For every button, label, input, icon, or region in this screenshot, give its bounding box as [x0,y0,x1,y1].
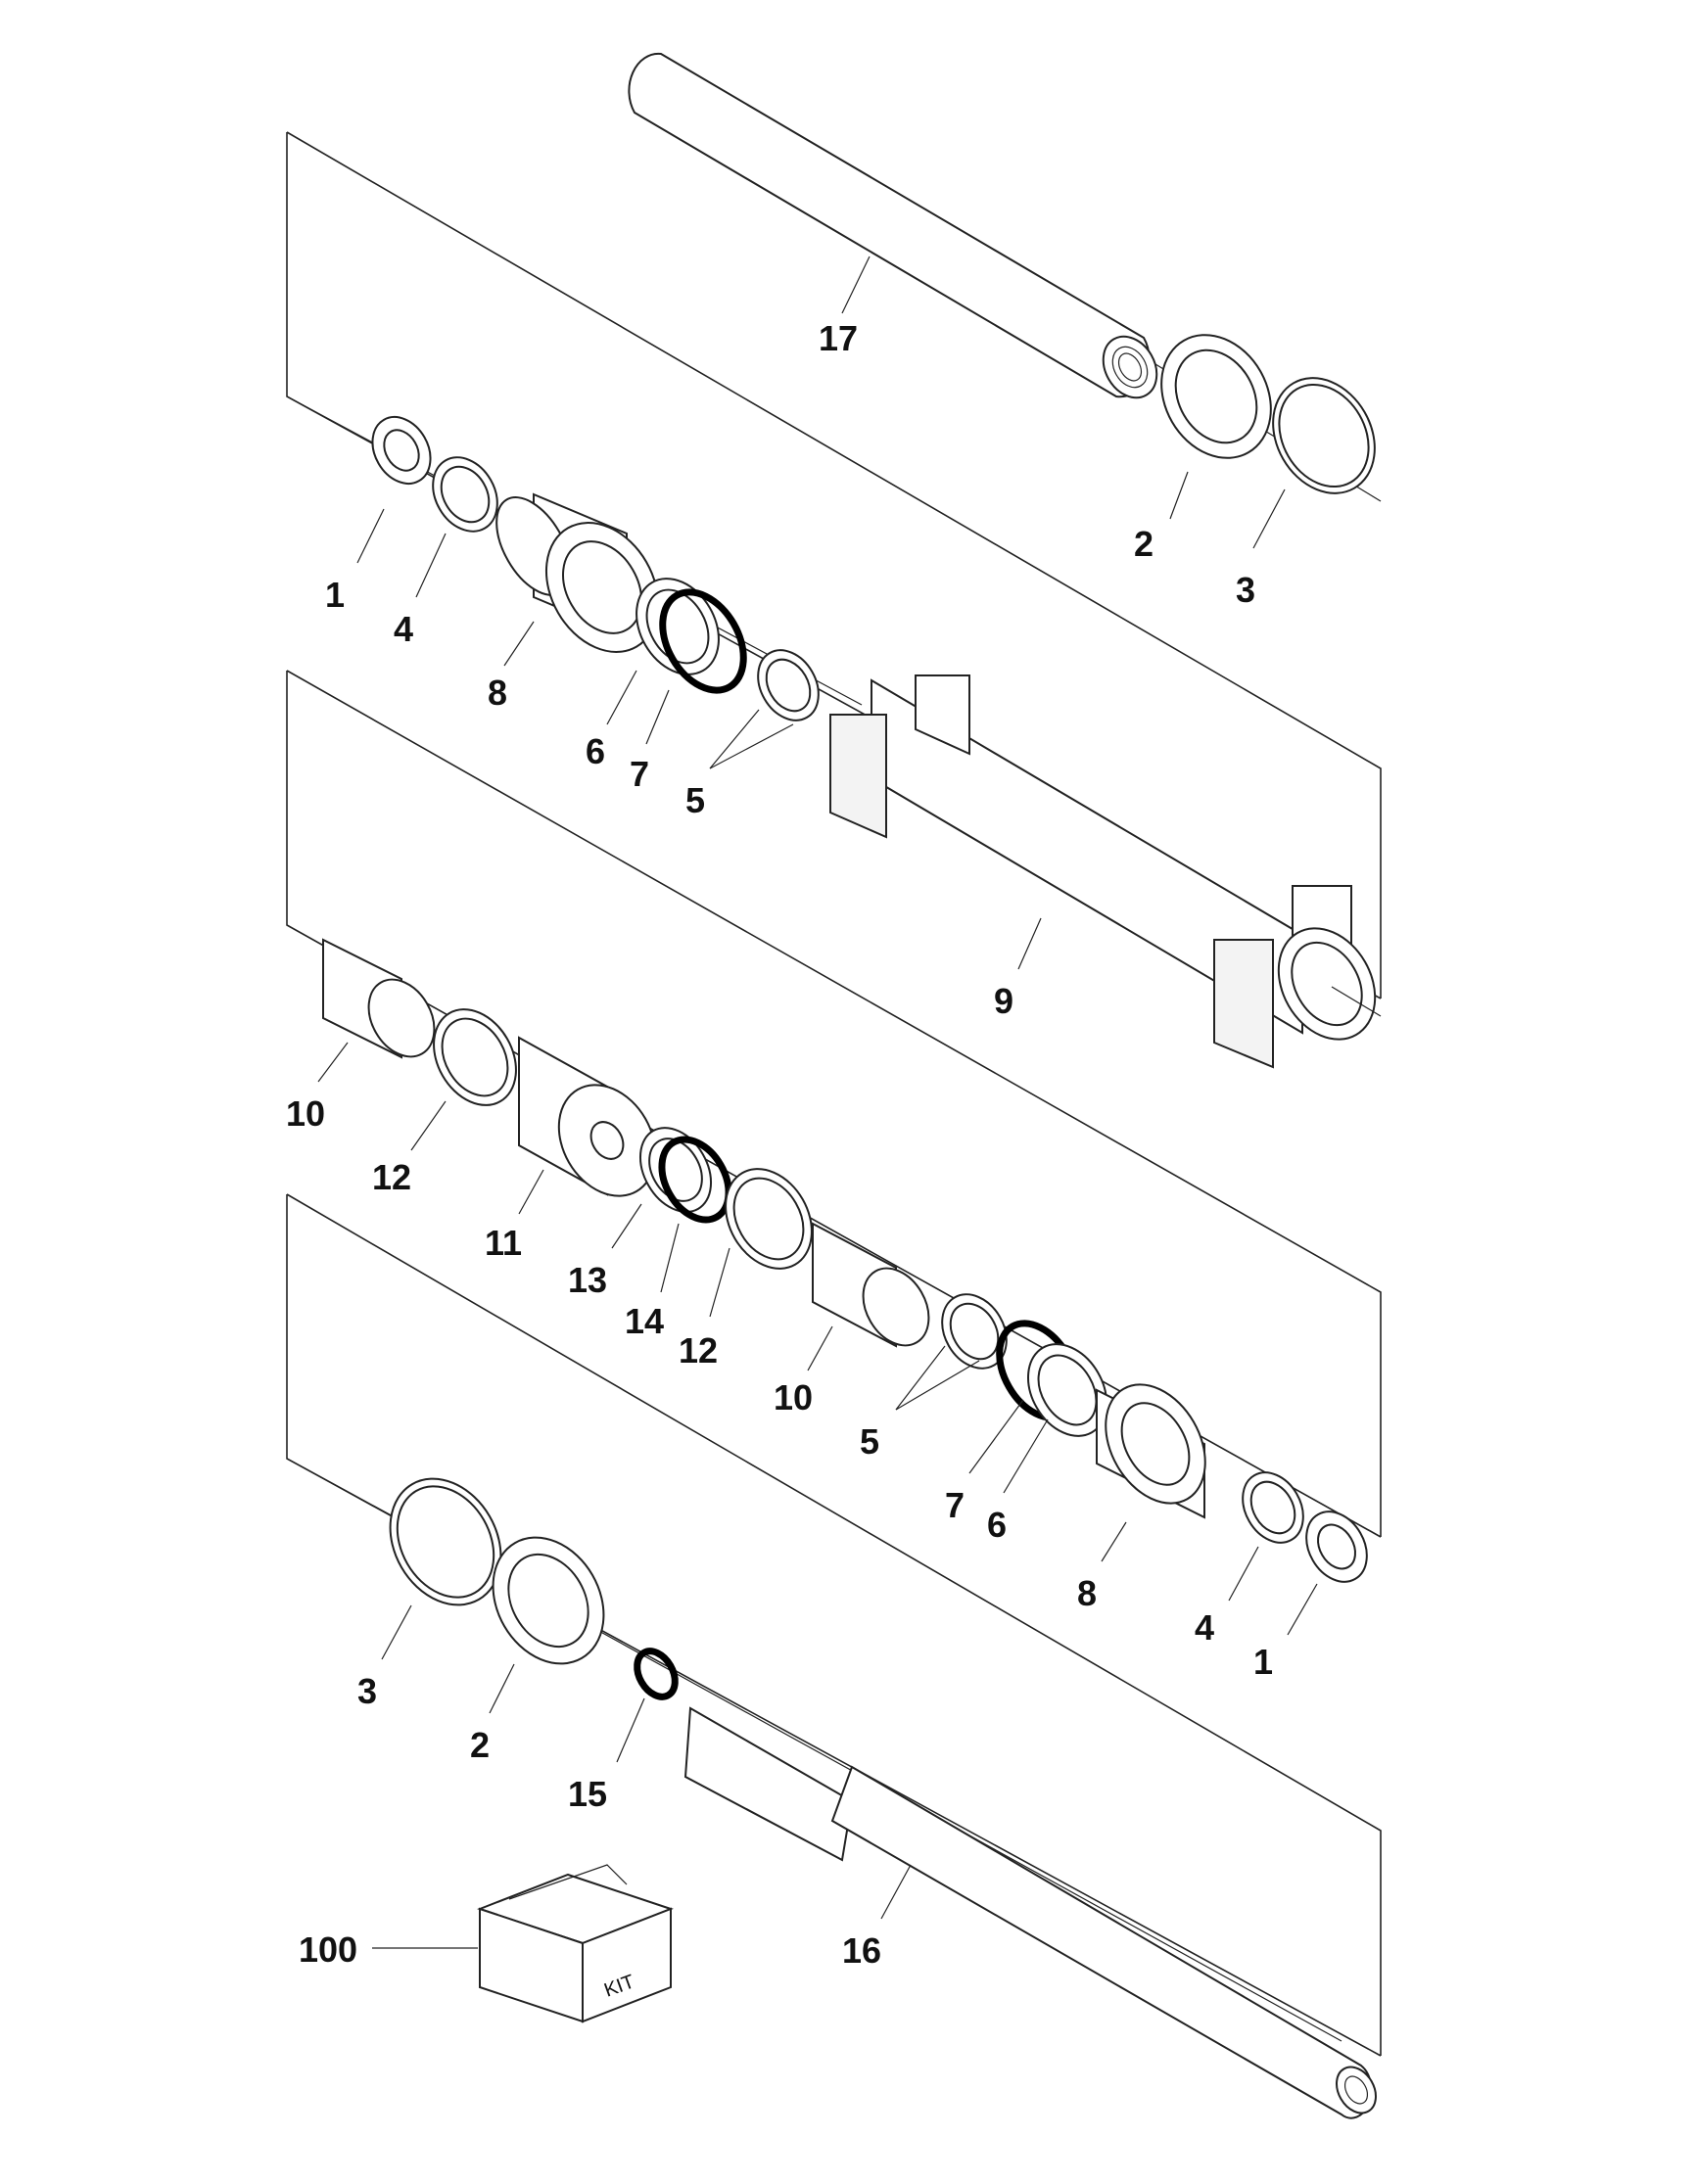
callout-8-middle: 8 [1077,1573,1097,1613]
callout-10-right: 10 [774,1377,813,1417]
part-5-seals-middle [941,1293,1008,1370]
callout-4-top: 4 [394,609,413,649]
part-16-piston-rod [683,1706,1377,2119]
part-8-gland-middle [1096,1383,1206,1519]
part-9-barrel [829,674,1377,1069]
part-8-gland-top [495,492,660,653]
callout-4-middle: 4 [1195,1607,1214,1648]
part-5-seals-top [757,649,820,721]
callout-16: 16 [842,1930,881,1971]
part-10-spacer-right [812,1222,930,1348]
part-12-ring-right [725,1168,813,1270]
callout-17: 17 [819,318,858,358]
callout-3-top: 3 [1236,570,1255,610]
callout-9: 9 [994,981,1013,1021]
callout-2-bottom: 2 [470,1725,490,1765]
part-17-tube [628,52,1158,399]
callout-7-top: 7 [630,754,649,794]
part-3-snap-ring-top [1272,377,1376,494]
callout-3-bottom: 3 [357,1671,377,1711]
callout-100: 100 [299,1929,357,1970]
callout-13: 13 [568,1260,607,1300]
part-4-seal-top [432,456,498,533]
part-2-nut-bottom [492,1536,605,1665]
part-11-piston [518,1036,657,1197]
callout-2-top: 2 [1134,524,1154,564]
callout-12-left: 12 [372,1157,411,1197]
part-100-kit-box: KIT [477,1864,674,2023]
callout-8-top: 8 [488,673,507,713]
part-3-snap-ring-bottom [389,1477,502,1606]
panel-frame-bottom [286,1193,1382,2057]
callout-5-middle: 5 [860,1421,879,1462]
leader-lines [317,256,1318,1949]
part-10-spacer-left [322,938,436,1059]
part-14-o-ring [658,1136,732,1224]
callout-15: 15 [568,1774,607,1814]
panel-frame-top [286,131,1382,999]
callout-1-middle: 1 [1253,1642,1273,1682]
callout-5-top: 5 [685,780,705,820]
callout-11: 11 [485,1223,522,1263]
part-4-seal-middle [1242,1471,1304,1544]
part-1-wiper-middle [1305,1510,1368,1583]
part-7-o-ring-top [659,588,747,694]
part-1-wiper-top [371,416,432,485]
part-2-nut-top [1160,334,1272,459]
callout-6-middle: 6 [987,1505,1007,1545]
callout-12-right: 12 [679,1330,718,1371]
part-12-ring-left [433,1008,517,1106]
part-6-backup-ring-middle [1027,1343,1107,1437]
axis-line-barrel [1331,986,1382,1017]
part-15-o-ring [634,1648,679,1700]
callout-14: 14 [625,1301,664,1341]
callout-7-middle: 7 [945,1485,965,1525]
callout-10-left: 10 [286,1093,325,1134]
callout-6-top: 6 [586,731,605,771]
callout-1-top: 1 [325,575,345,615]
